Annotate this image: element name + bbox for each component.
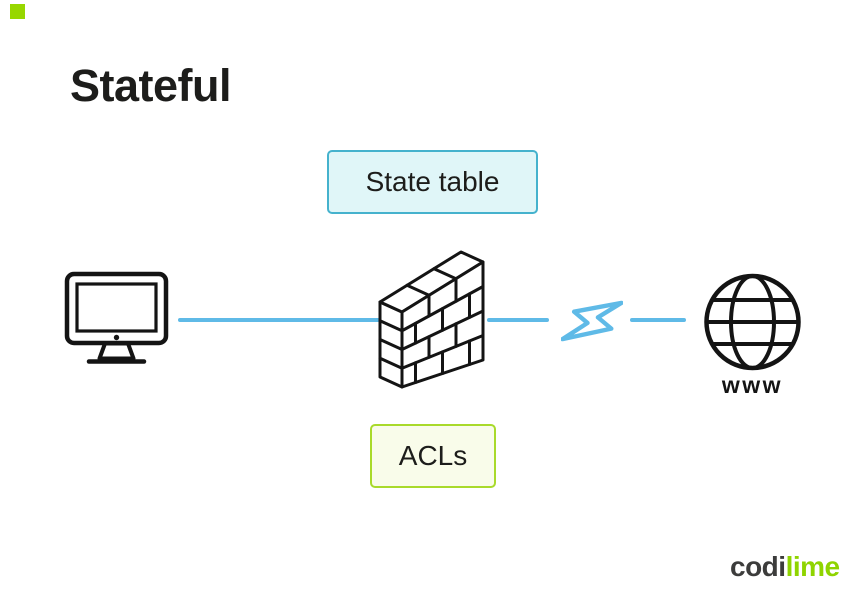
www-label: www — [721, 372, 784, 398]
globe-icon — [704, 273, 801, 371]
logo-part-lime: lime — [785, 551, 841, 582]
codilime-logo: codilime — [730, 551, 840, 583]
state-table-label: State table — [365, 166, 500, 197]
logo-part-codi: codi — [730, 551, 786, 582]
connection-line-break-internet — [630, 318, 686, 322]
monitor-button — [113, 334, 120, 341]
acls-box: ACLs — [370, 424, 496, 488]
state-table-box: State table — [327, 150, 538, 214]
monitor-stand — [97, 341, 136, 361]
monitor-screen — [75, 282, 158, 333]
firewall-brick-wall-icon — [378, 250, 485, 389]
lightning-bolt-icon — [561, 300, 623, 342]
connection-line-firewall-break — [487, 318, 549, 322]
brand-corner-square — [10, 4, 25, 19]
desktop-monitor-icon — [64, 271, 169, 364]
page-title: Stateful — [70, 60, 232, 111]
acls-label: ACLs — [398, 440, 468, 471]
connection-line-client-firewall — [178, 318, 392, 322]
